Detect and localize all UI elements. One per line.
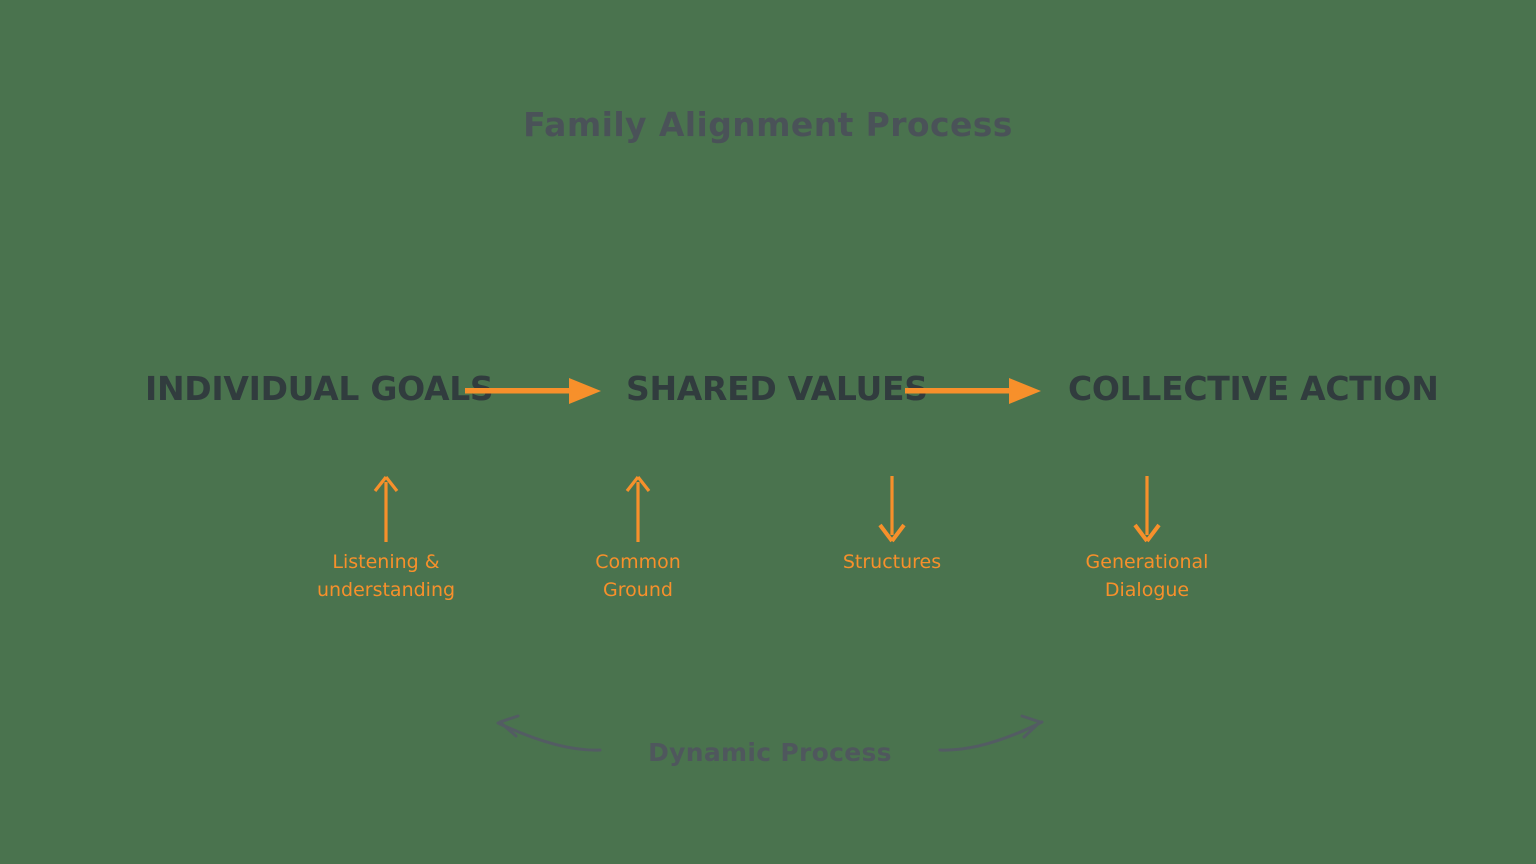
bidirectional-curved-arrow-icon bbox=[496, 714, 1044, 752]
page-title: Family Alignment Process bbox=[523, 105, 1013, 144]
stage-label-shared-values: SHARED VALUES bbox=[626, 369, 928, 408]
right-arrow-icon bbox=[905, 376, 1045, 410]
stage-label-individual-goals: INDIVIDUAL GOALS bbox=[145, 369, 494, 408]
support-label-generational-dialogue: Generational Dialogue bbox=[1085, 551, 1209, 601]
down-arrow-icon bbox=[1129, 474, 1165, 548]
support-label-common-ground: Common Ground bbox=[595, 551, 681, 601]
up-arrow-icon bbox=[620, 474, 656, 548]
stage-flow-row: INDIVIDUAL GOALS SHARED VALUES COLLECTIV… bbox=[0, 362, 1536, 418]
stage-label-collective-action: COLLECTIVE ACTION bbox=[1068, 369, 1439, 408]
down-arrow-icon bbox=[874, 474, 910, 548]
support-label-structures: Structures bbox=[842, 551, 942, 573]
dynamic-process-group: Dynamic Process bbox=[470, 700, 1070, 800]
support-label-listening: Listening & understanding bbox=[316, 551, 456, 601]
up-arrow-icon bbox=[368, 474, 404, 548]
right-arrow-icon bbox=[465, 376, 605, 410]
dynamic-process-label: Dynamic Process bbox=[648, 738, 892, 767]
